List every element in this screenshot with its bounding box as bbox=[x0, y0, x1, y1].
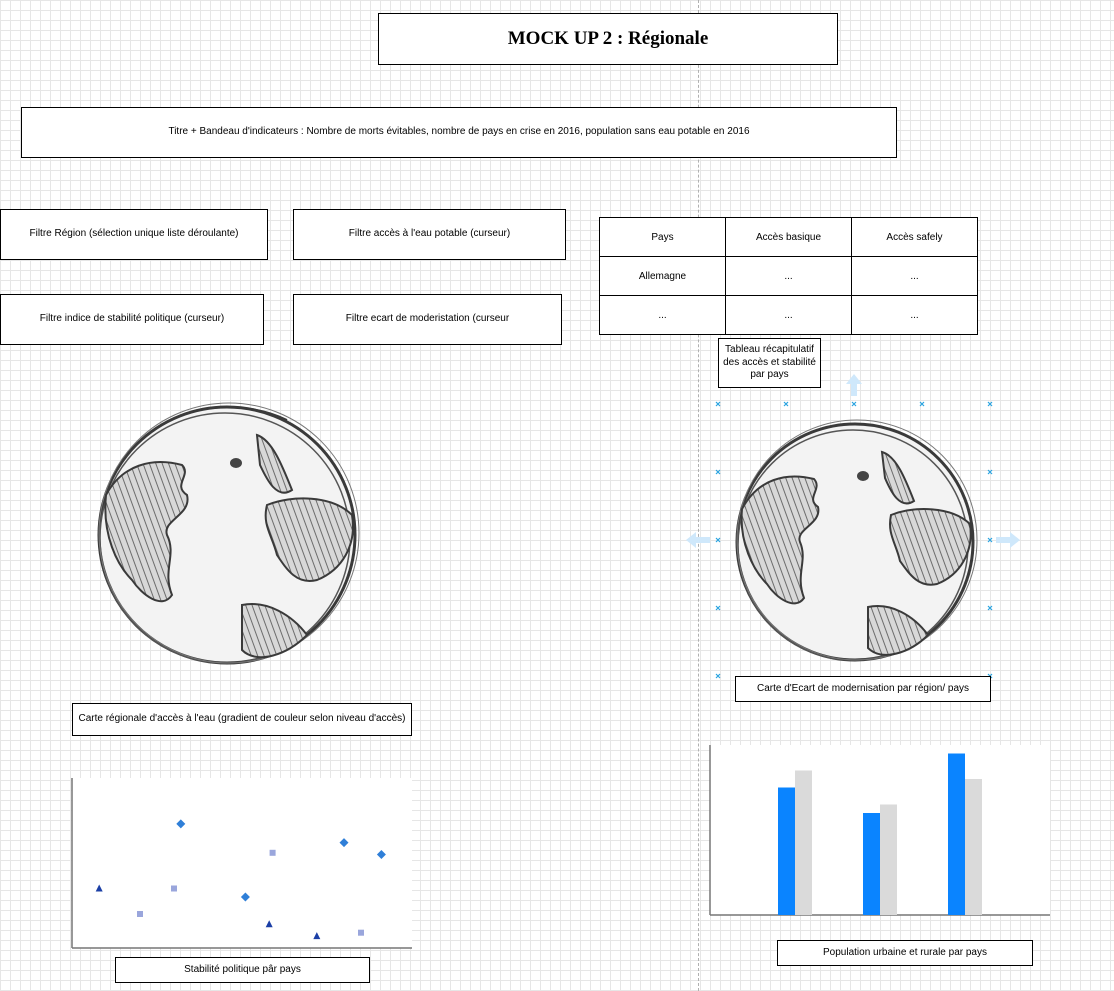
scatter-chart-caption: Stabilité politique pâr pays bbox=[115, 957, 370, 983]
table-caption: Tableau récapitulatif des accès et stabi… bbox=[718, 338, 821, 388]
table-cell: ... bbox=[851, 256, 978, 296]
table-cell: ... bbox=[725, 256, 852, 296]
population-bar-chart bbox=[709, 745, 1050, 916]
regional-globe-sketch bbox=[97, 402, 360, 665]
regional-map-caption: Carte régionale d'accès à l'eau (gradien… bbox=[72, 703, 412, 736]
scatter-point-triangle-1 bbox=[265, 920, 273, 928]
scatter-point-square-3 bbox=[358, 929, 364, 936]
bar-series0-group1 bbox=[863, 813, 880, 915]
bar-series1-group1 bbox=[880, 804, 897, 915]
scatter-point-square-1 bbox=[171, 885, 177, 892]
bar-series0-group2 bbox=[948, 753, 965, 915]
table-header-cell: Accès basique bbox=[725, 217, 852, 257]
table-header-row: Pays Accès basique Accès safely bbox=[599, 217, 978, 257]
table-header-cell: Pays bbox=[599, 217, 726, 257]
scatter-point-square-2 bbox=[269, 849, 276, 856]
table-row: ... ... ... bbox=[599, 295, 978, 335]
modernisation-gap-globe-sketch[interactable] bbox=[686, 374, 1030, 683]
region-filter[interactable]: Filtre Région (sélection unique liste dé… bbox=[0, 209, 268, 260]
scatter-point-triangle-2 bbox=[313, 932, 321, 940]
scatter-point-triangle-0 bbox=[95, 884, 103, 892]
scatter-point-square-0 bbox=[137, 911, 143, 917]
scatter-point-diamond-3 bbox=[376, 850, 386, 859]
table-cell: ... bbox=[725, 295, 852, 335]
table-cell: ... bbox=[599, 295, 726, 335]
bar-series1-group0 bbox=[795, 770, 812, 915]
scatter-point-diamond-1 bbox=[240, 892, 250, 902]
table-cell: ... bbox=[851, 295, 978, 335]
bar-series1-group2 bbox=[965, 779, 982, 915]
scatter-point-diamond-0 bbox=[176, 819, 186, 829]
table-row: Allemagne ... ... bbox=[599, 256, 978, 296]
scatter-plot-area bbox=[72, 778, 412, 948]
stability-scatter-chart bbox=[71, 778, 412, 949]
modernisation-gap-filter[interactable]: Filtre ecart de moderistation (curseur bbox=[293, 294, 562, 345]
page-center-guide bbox=[698, 0, 699, 991]
bar-chart-caption: Population urbaine et rurale par pays bbox=[777, 940, 1033, 966]
modernisation-map-caption: Carte d'Ecart de modernisation par régio… bbox=[735, 676, 991, 702]
page-title: MOCK UP 2 : Régionale bbox=[378, 13, 838, 65]
stability-filter[interactable]: Filtre indice de stabilité politique (cu… bbox=[0, 294, 264, 345]
scatter-point-diamond-2 bbox=[339, 838, 349, 848]
table-cell: Allemagne bbox=[599, 256, 726, 296]
indicator-banner: Titre + Bandeau d'indicateurs : Nombre d… bbox=[21, 107, 897, 158]
bar-series0-group0 bbox=[778, 787, 795, 915]
summary-table: Pays Accès basique Accès safely Allemagn… bbox=[599, 217, 978, 335]
water-access-filter[interactable]: Filtre accès à l'eau potable (curseur) bbox=[293, 209, 566, 260]
table-header-cell: Accès safely bbox=[851, 217, 978, 257]
